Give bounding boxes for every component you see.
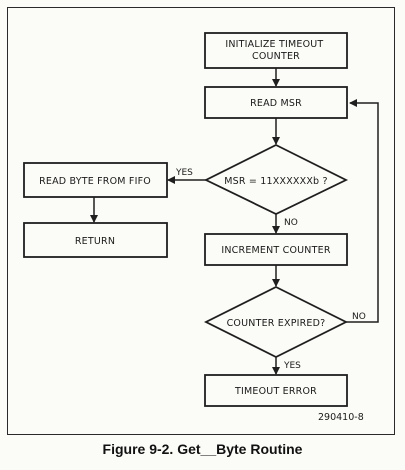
node-initialize-label-line2: COUNTER (252, 51, 300, 62)
edge-label-msr-no: NO (284, 218, 298, 228)
node-initialize-label-line1: INITIALIZE TIMEOUT (225, 39, 323, 50)
figure-reference: 290410-8 (318, 412, 364, 423)
edge-label-expired-no: NO (352, 312, 366, 322)
node-timeout-error-label: TIMEOUT ERROR (234, 386, 317, 397)
diagram-frame (7, 7, 395, 435)
figure-caption: Figure 9-2. Get__Byte Routine (102, 441, 303, 457)
node-read-msr: READ MSR (204, 86, 348, 119)
node-initialize-label: INITIALIZE TIMEOUT COUNTER (225, 39, 326, 62)
node-return: RETURN (23, 222, 168, 258)
node-read-byte-label: READ BYTE FROM FIFO (39, 176, 151, 187)
node-timeout-error: TIMEOUT ERROR (204, 374, 348, 407)
edge-label-msr-yes: YES (175, 168, 193, 178)
edge-label-expired-yes: YES (283, 361, 301, 371)
node-initialize-timeout-counter: INITIALIZE TIMEOUT COUNTER (204, 32, 348, 69)
node-expired-label: COUNTER EXPIRED? (227, 318, 326, 329)
node-msr-check-label: MSR = 11XXXXXXb ? (224, 176, 327, 187)
edge-expired-no-loop (346, 99, 379, 323)
node-read-byte-from-fifo: READ BYTE FROM FIFO (23, 162, 168, 198)
node-read-msr-label: READ MSR (250, 98, 302, 109)
node-return-label: RETURN (75, 236, 115, 247)
node-msr-check: MSR = 11XXXXXXb ? (203, 143, 349, 216)
node-increment-counter: INCREMENT COUNTER (204, 233, 348, 266)
node-increment-label: INCREMENT COUNTER (221, 245, 330, 256)
node-counter-expired-check: COUNTER EXPIRED? (203, 285, 349, 359)
